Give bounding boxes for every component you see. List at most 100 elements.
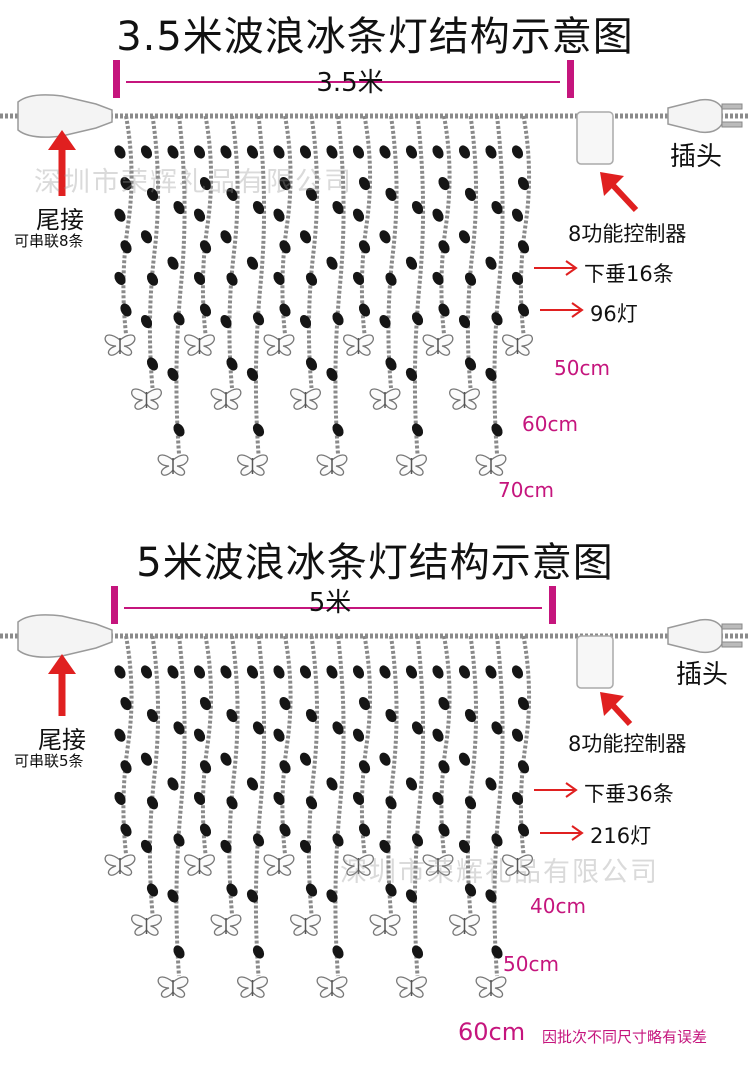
led-bulb-icon (220, 665, 232, 679)
led-bulb-icon (332, 945, 344, 959)
drop-strand (465, 635, 479, 915)
led-bulb-icon (464, 272, 477, 286)
span-marker-left (111, 586, 118, 624)
drop-strand (227, 115, 240, 389)
led-bulb-icon (411, 833, 424, 847)
led-bulb-icon (358, 697, 371, 711)
led-bulb-icon (146, 357, 159, 371)
plug-prong-icon (721, 641, 743, 648)
led-bulb-icon (517, 303, 530, 317)
length-label-long: 60cm (458, 1018, 526, 1046)
drop-strand (147, 635, 161, 915)
drop-strand (412, 635, 426, 977)
plug-label: 插头 (670, 142, 723, 172)
drop-strand (465, 115, 479, 389)
led-bulb-icon (464, 709, 477, 723)
led-bulb-icon (220, 145, 232, 159)
drop-strand (253, 115, 267, 455)
led-bulb-icon (279, 177, 291, 191)
drop-strand (412, 115, 426, 455)
led-bulb-icon (173, 833, 185, 847)
led-bulb-icon (252, 201, 265, 215)
led-bulb-icon (140, 315, 153, 329)
led-bulb-icon (379, 315, 391, 329)
drop-strand (439, 635, 452, 855)
tolerance-note: 因批次不同尺寸略有误差 (542, 1028, 708, 1046)
led-bulb-icon (352, 665, 365, 679)
diagram-title: 3.5米波浪冰条灯结构示意图 (116, 14, 634, 60)
drop-count-label: 下垂16条 (584, 262, 674, 286)
span-length-label: 3.5米 (316, 68, 384, 98)
led-bulb-icon (199, 697, 212, 711)
led-bulb-icon (485, 145, 497, 159)
led-bulb-icon (193, 208, 206, 222)
led-bulb-icon (226, 796, 238, 810)
led-bulb-icon (385, 357, 397, 371)
led-bulb-icon (358, 823, 371, 837)
led-bulb-icon (199, 303, 212, 317)
led-bulb-icon (246, 256, 259, 270)
led-bulb-icon (405, 889, 418, 903)
led-bulb-icon (120, 177, 132, 191)
controller-label: 8功能控制器 (568, 732, 687, 756)
label-pointer-arrow-head (565, 260, 578, 276)
led-bulb-icon (120, 697, 132, 711)
drop-strand (174, 115, 187, 455)
led-bulb-icon (432, 665, 444, 679)
label-pointer-arrow-head (571, 302, 584, 318)
led-bulb-icon (199, 240, 212, 254)
led-bulb-icon (438, 240, 450, 254)
led-bulb-icon (491, 721, 503, 735)
led-bulb-icon (273, 271, 285, 285)
led-bulb-icon (246, 777, 259, 791)
led-bulb-icon (146, 709, 159, 723)
led-bulb-icon (485, 665, 497, 679)
led-bulb-icon (193, 791, 206, 805)
led-bulb-icon (438, 697, 450, 711)
led-bulb-icon (273, 791, 285, 805)
led-bulb-icon (246, 145, 259, 159)
led-bulb-icon (299, 145, 312, 159)
diagram-3-5m-drawing (0, 60, 750, 476)
led-bulb-icon (432, 728, 444, 742)
led-bulb-icon (464, 796, 477, 810)
diagram-3-5m: 3.5米波浪冰条灯结构示意图 3.5米 深圳市荣辉礼品有限公司 插头 尾接 可串… (0, 0, 750, 520)
led-bulb-icon (411, 201, 424, 215)
drop-strand (306, 115, 320, 389)
led-bulb-icon (352, 791, 365, 805)
led-bulb-icon (464, 357, 477, 371)
led-bulb-icon (120, 303, 132, 317)
led-bulb-icon (405, 367, 418, 381)
drop-strand (492, 635, 505, 977)
led-bulb-icon (246, 889, 259, 903)
light-count-label: 96灯 (590, 302, 638, 326)
plug-prong-icon (721, 121, 743, 128)
length-label-medium: 50cm (503, 952, 559, 976)
led-bulb-icon (193, 728, 206, 742)
label-pointer-arrow-head (565, 782, 578, 798)
led-bulb-icon (438, 823, 450, 837)
led-bulb-icon (120, 760, 132, 774)
drop-strand (439, 115, 452, 335)
led-bulb-icon (485, 367, 497, 381)
led-bulb-icon (279, 697, 291, 711)
led-bulb-icon (140, 665, 153, 679)
drop-strand (121, 115, 134, 335)
led-bulb-icon (173, 423, 185, 437)
led-bulb-icon (167, 256, 179, 270)
led-bulb-icon (326, 367, 338, 381)
led-bulb-icon (299, 230, 312, 244)
led-bulb-icon (432, 145, 444, 159)
led-bulb-icon (140, 145, 153, 159)
led-bulb-icon (173, 201, 185, 215)
led-bulb-icon (517, 697, 530, 711)
drop-strand (333, 115, 346, 455)
led-bulb-icon (432, 271, 444, 285)
length-label-short: 40cm (530, 894, 586, 918)
led-bulb-icon (464, 883, 477, 897)
drop-strand (359, 115, 373, 335)
led-bulb-icon (167, 145, 179, 159)
span-marker-right (549, 586, 556, 624)
led-bulb-icon (305, 187, 318, 201)
drop-strand (518, 635, 532, 855)
